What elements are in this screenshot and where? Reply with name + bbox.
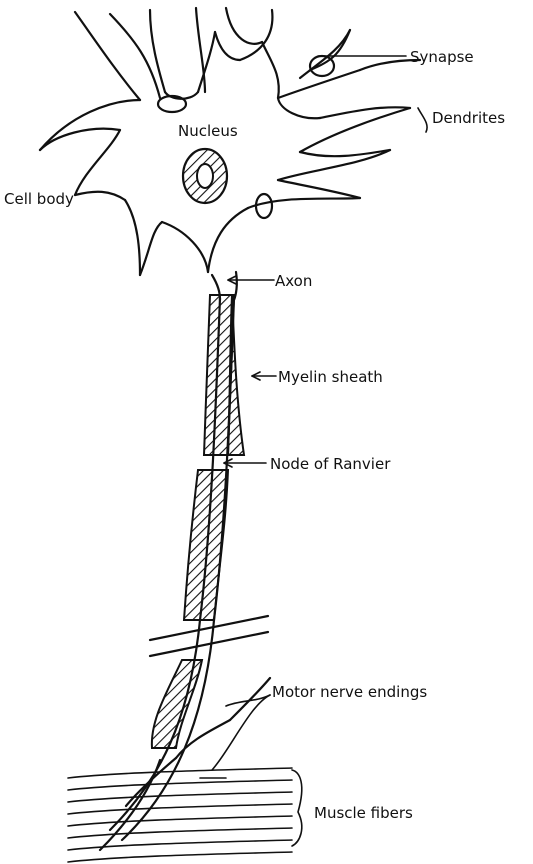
label-cell-body: Cell body	[4, 190, 74, 208]
label-motor-nerve-endings: Motor nerve endings	[272, 683, 427, 701]
nucleus	[183, 149, 227, 203]
cell-body-outline	[40, 8, 420, 300]
label-axon: Axon	[275, 272, 312, 290]
label-muscle-fibers: Muscle fibers	[314, 804, 413, 822]
label-node-of-ranvier: Node of Ranvier	[270, 455, 391, 473]
label-nucleus: Nucleus	[178, 122, 238, 140]
axon-break-marks	[150, 616, 268, 656]
label-synapse: Synapse	[410, 48, 474, 66]
label-myelin-sheath: Myelin sheath	[278, 368, 383, 386]
label-dendrites: Dendrites	[432, 109, 505, 127]
myelin-sheath-segments	[152, 295, 244, 748]
labels: Synapse Dendrites Nucleus Cell body Axon…	[4, 48, 505, 822]
